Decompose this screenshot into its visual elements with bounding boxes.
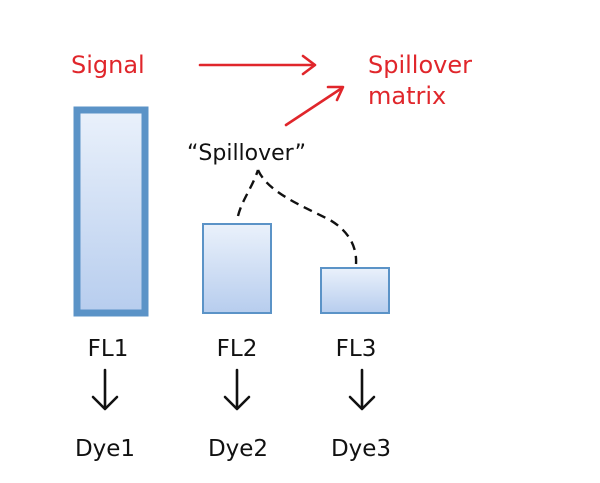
channel-label-fl2: FL2 [217, 336, 258, 362]
arrow-down-icon [348, 368, 376, 411]
signal-label: Signal [71, 51, 145, 79]
dye-label-1: Dye1 [75, 436, 135, 462]
bar-fl2 [202, 223, 272, 314]
bar-fl1 [73, 106, 149, 317]
channel-label-fl3: FL3 [336, 336, 377, 362]
bar-fl3 [320, 267, 390, 314]
arrow-right-icon [198, 54, 317, 76]
arrow-up-right-icon [284, 85, 345, 127]
dye-label-3: Dye3 [331, 436, 391, 462]
arrow-down-icon [91, 368, 119, 411]
arrow-down-icon [223, 368, 251, 411]
channel-label-fl1: FL1 [88, 336, 129, 362]
spillover-connector-fl3 [256, 169, 358, 265]
dye-label-2: Dye2 [208, 436, 268, 462]
spillover-connector-fl2 [236, 169, 260, 217]
spillover-matrix-label-line2: matrix [368, 82, 446, 110]
spillover-matrix-label-line1: Spillover [368, 51, 472, 79]
spillover-label: “Spillover” [187, 141, 306, 166]
